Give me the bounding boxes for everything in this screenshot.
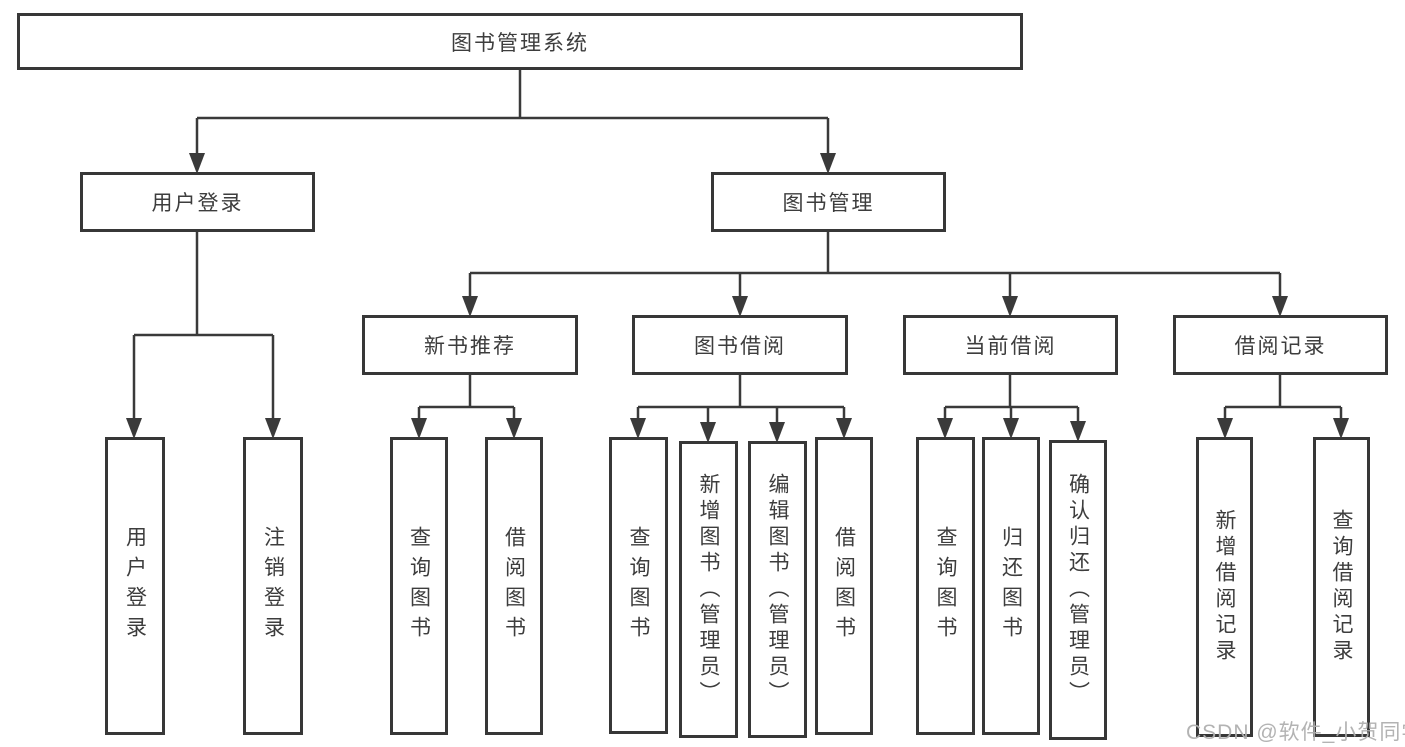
leaf-label: 查询图书	[407, 526, 431, 646]
leaf-label: 查询借阅记录	[1330, 509, 1353, 665]
node-label: 当前借阅	[964, 335, 1057, 358]
connector-root	[195, 70, 830, 158]
leaf-return-books: 归还图书	[982, 437, 1040, 735]
leaf-label: 编辑图书（管理员）	[766, 472, 789, 707]
leaf-borrow-books-2: 借阅图书	[815, 437, 873, 735]
leaf-confirm-return-admin: 确认归还（管理员）	[1049, 440, 1107, 740]
node-new-book-recommend: 新书推荐	[362, 315, 578, 375]
leaf-logout: 注销登录	[243, 437, 303, 735]
node-user-login: 用户登录	[80, 172, 315, 232]
leaf-label: 确认归还（管理员）	[1066, 473, 1090, 707]
leaf-label: 用户登录	[123, 526, 147, 646]
leaf-label: 归还图书	[999, 526, 1023, 646]
node-label: 图书管理	[782, 192, 875, 215]
arrowheads	[126, 153, 1349, 443]
node-root: 图书管理系统	[17, 13, 1023, 70]
connector-new-books	[417, 375, 516, 423]
leaf-query-books-2: 查询图书	[609, 437, 668, 734]
csdn-watermark: CSDN @软件_小贺同学	[1186, 721, 1405, 744]
node-root-label: 图书管理系统	[451, 31, 589, 55]
leaf-label: 借阅图书	[502, 526, 526, 646]
leaf-query-books-3: 查询图书	[916, 437, 975, 735]
connector-records	[1223, 375, 1343, 423]
node-label: 图书借阅	[694, 335, 786, 358]
leaf-label: 查询图书	[627, 525, 650, 646]
connector-book-mgmt	[468, 232, 1282, 301]
connector-current	[943, 375, 1080, 426]
leaf-query-borrow-record: 查询借阅记录	[1313, 437, 1370, 737]
leaf-label: 查询图书	[934, 526, 957, 646]
node-label: 借阅记录	[1234, 335, 1327, 358]
node-label: 新书推荐	[424, 335, 516, 358]
leaf-add-books-admin: 新增图书（管理员）	[679, 441, 738, 738]
connector-user-login	[132, 232, 275, 423]
node-label: 用户登录	[151, 192, 244, 215]
node-book-management: 图书管理	[711, 172, 946, 232]
node-borrow-records: 借阅记录	[1173, 315, 1388, 375]
leaf-add-borrow-record: 新增借阅记录	[1196, 437, 1253, 737]
leaf-borrow-books-1: 借阅图书	[485, 437, 543, 735]
leaf-query-books-1: 查询图书	[390, 437, 448, 735]
leaf-label: 新增借阅记录	[1213, 509, 1236, 665]
leaf-label: 借阅图书	[832, 526, 856, 646]
leaf-user-login: 用户登录	[105, 437, 165, 735]
leaf-label: 注销登录	[261, 526, 285, 646]
leaf-label: 新增图书（管理员）	[697, 472, 720, 707]
node-current-borrow: 当前借阅	[903, 315, 1118, 375]
node-book-borrow: 图书借阅	[632, 315, 848, 375]
leaf-edit-books-admin: 编辑图书（管理员）	[748, 441, 807, 738]
connector-borrow	[636, 375, 846, 427]
